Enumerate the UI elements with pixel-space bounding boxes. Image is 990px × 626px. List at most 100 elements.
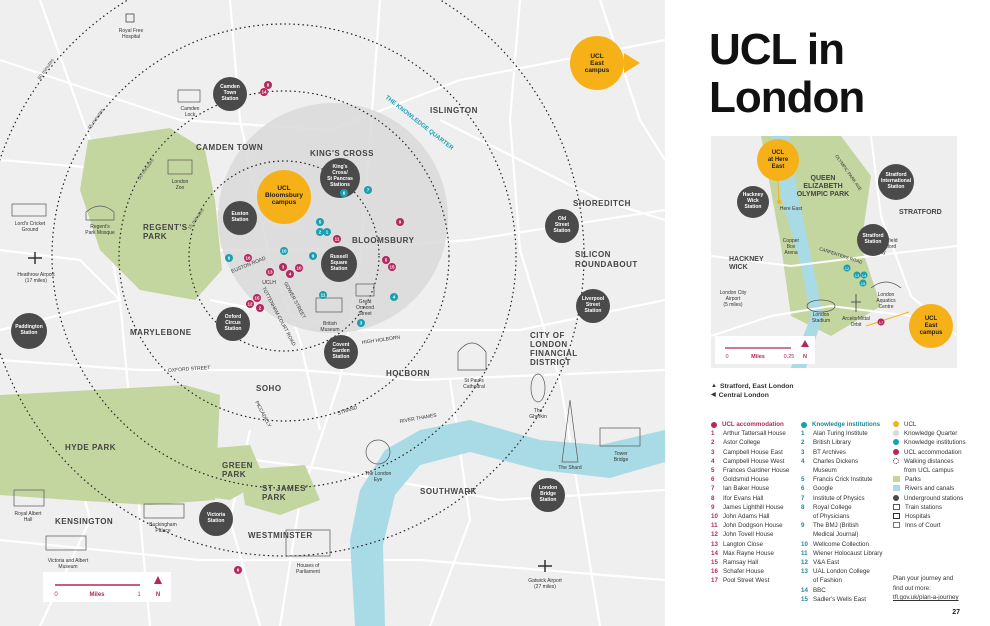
- svg-text:Miles: Miles: [751, 354, 765, 360]
- inset-stratford: STRATFORD: [899, 209, 942, 216]
- area-southwark: SOUTHWARK: [420, 487, 477, 496]
- svg-text:Miles: Miles: [89, 592, 105, 598]
- key-item: Parks: [893, 475, 985, 484]
- accommodation-marker[interactable]: 15: [253, 294, 261, 302]
- accommodation-marker[interactable]: 15: [388, 263, 396, 271]
- knowledge-marker[interactable]: 3: [357, 319, 365, 327]
- svg-text:4: 4: [393, 295, 396, 300]
- buckingham-icon: [143, 503, 185, 519]
- knowledge-marker[interactable]: 7: [364, 186, 372, 194]
- knowledge-marker[interactable]: 10: [280, 247, 288, 255]
- piccadilly-label: PICCADILLY: [253, 400, 272, 429]
- knowledge-marker[interactable]: 6: [225, 254, 233, 262]
- orbit-icon: [851, 294, 861, 312]
- inset-markers: 12 13 14 15 17: [843, 264, 885, 326]
- svg-text:6: 6: [343, 191, 346, 196]
- accommodation-marker[interactable]: 9: [396, 218, 404, 226]
- key-swatch-icon: [893, 503, 900, 510]
- regents-park-area: [80, 128, 222, 300]
- accommodation-marker[interactable]: 2: [256, 304, 264, 312]
- knowledge-marker[interactable]: 11: [319, 291, 327, 299]
- accommodation-marker[interactable]: 10: [295, 264, 303, 272]
- area-islington: ISLINGTON: [430, 106, 478, 115]
- label-shard: The Shard: [558, 465, 582, 471]
- accommodation-marker[interactable]: 13: [266, 268, 274, 276]
- knowledge-marker[interactable]: 5: [316, 218, 324, 226]
- svg-text:6: 6: [237, 568, 240, 573]
- accommodation-marker[interactable]: 8: [264, 81, 272, 89]
- royal-albert-icon: [13, 489, 45, 507]
- walking-distance-rings: [0, 0, 585, 557]
- svg-text:0: 0: [725, 354, 728, 360]
- knowledge-marker[interactable]: 6: [340, 189, 348, 197]
- svg-text:9: 9: [399, 220, 402, 225]
- key-item: Underground stations: [893, 494, 985, 503]
- ring-label-45: 45 minutes: [87, 107, 106, 131]
- key-swatch-icon: [893, 421, 899, 427]
- svg-text:13: 13: [855, 273, 860, 278]
- accommodation-marker[interactable]: 11: [333, 235, 341, 243]
- caption-stratford: Stratford, East London: [719, 383, 794, 390]
- key-item: UCL accommodation: [893, 448, 985, 457]
- label-heathrow: Heathrow Airport(17 miles): [17, 272, 55, 284]
- accommodation-marker[interactable]: 4: [286, 270, 294, 278]
- plan-journey-link[interactable]: tfl.gov.uk/plan-a-journey: [893, 593, 959, 601]
- knowledge-marker[interactable]: 4: [390, 293, 398, 301]
- key-swatch-icon: [893, 439, 899, 446]
- accommodation-marker[interactable]: 14: [260, 88, 268, 96]
- knowledge-marker[interactable]: 9: [309, 252, 317, 260]
- svg-text:7: 7: [367, 188, 370, 193]
- accommodation-marker[interactable]: 5: [382, 256, 390, 264]
- accommodation-marker[interactable]: 16: [244, 254, 252, 262]
- caret-left-icon: ◀: [711, 392, 716, 399]
- accommodation-marker[interactable]: 3: [279, 263, 287, 271]
- high-holborn-label: HIGH HOLBORN: [361, 335, 400, 346]
- knowledge-marker[interactable]: 1: [323, 228, 331, 236]
- hyde-park-area: [0, 385, 220, 505]
- svg-text:6: 6: [228, 256, 231, 261]
- svg-text:11: 11: [321, 293, 326, 298]
- area-soho: SOHO: [256, 384, 282, 393]
- knowledge-marker[interactable]: 2: [316, 228, 324, 236]
- accommodation-marker[interactable]: 6: [234, 566, 242, 574]
- accommodation-marker[interactable]: 12: [246, 300, 254, 308]
